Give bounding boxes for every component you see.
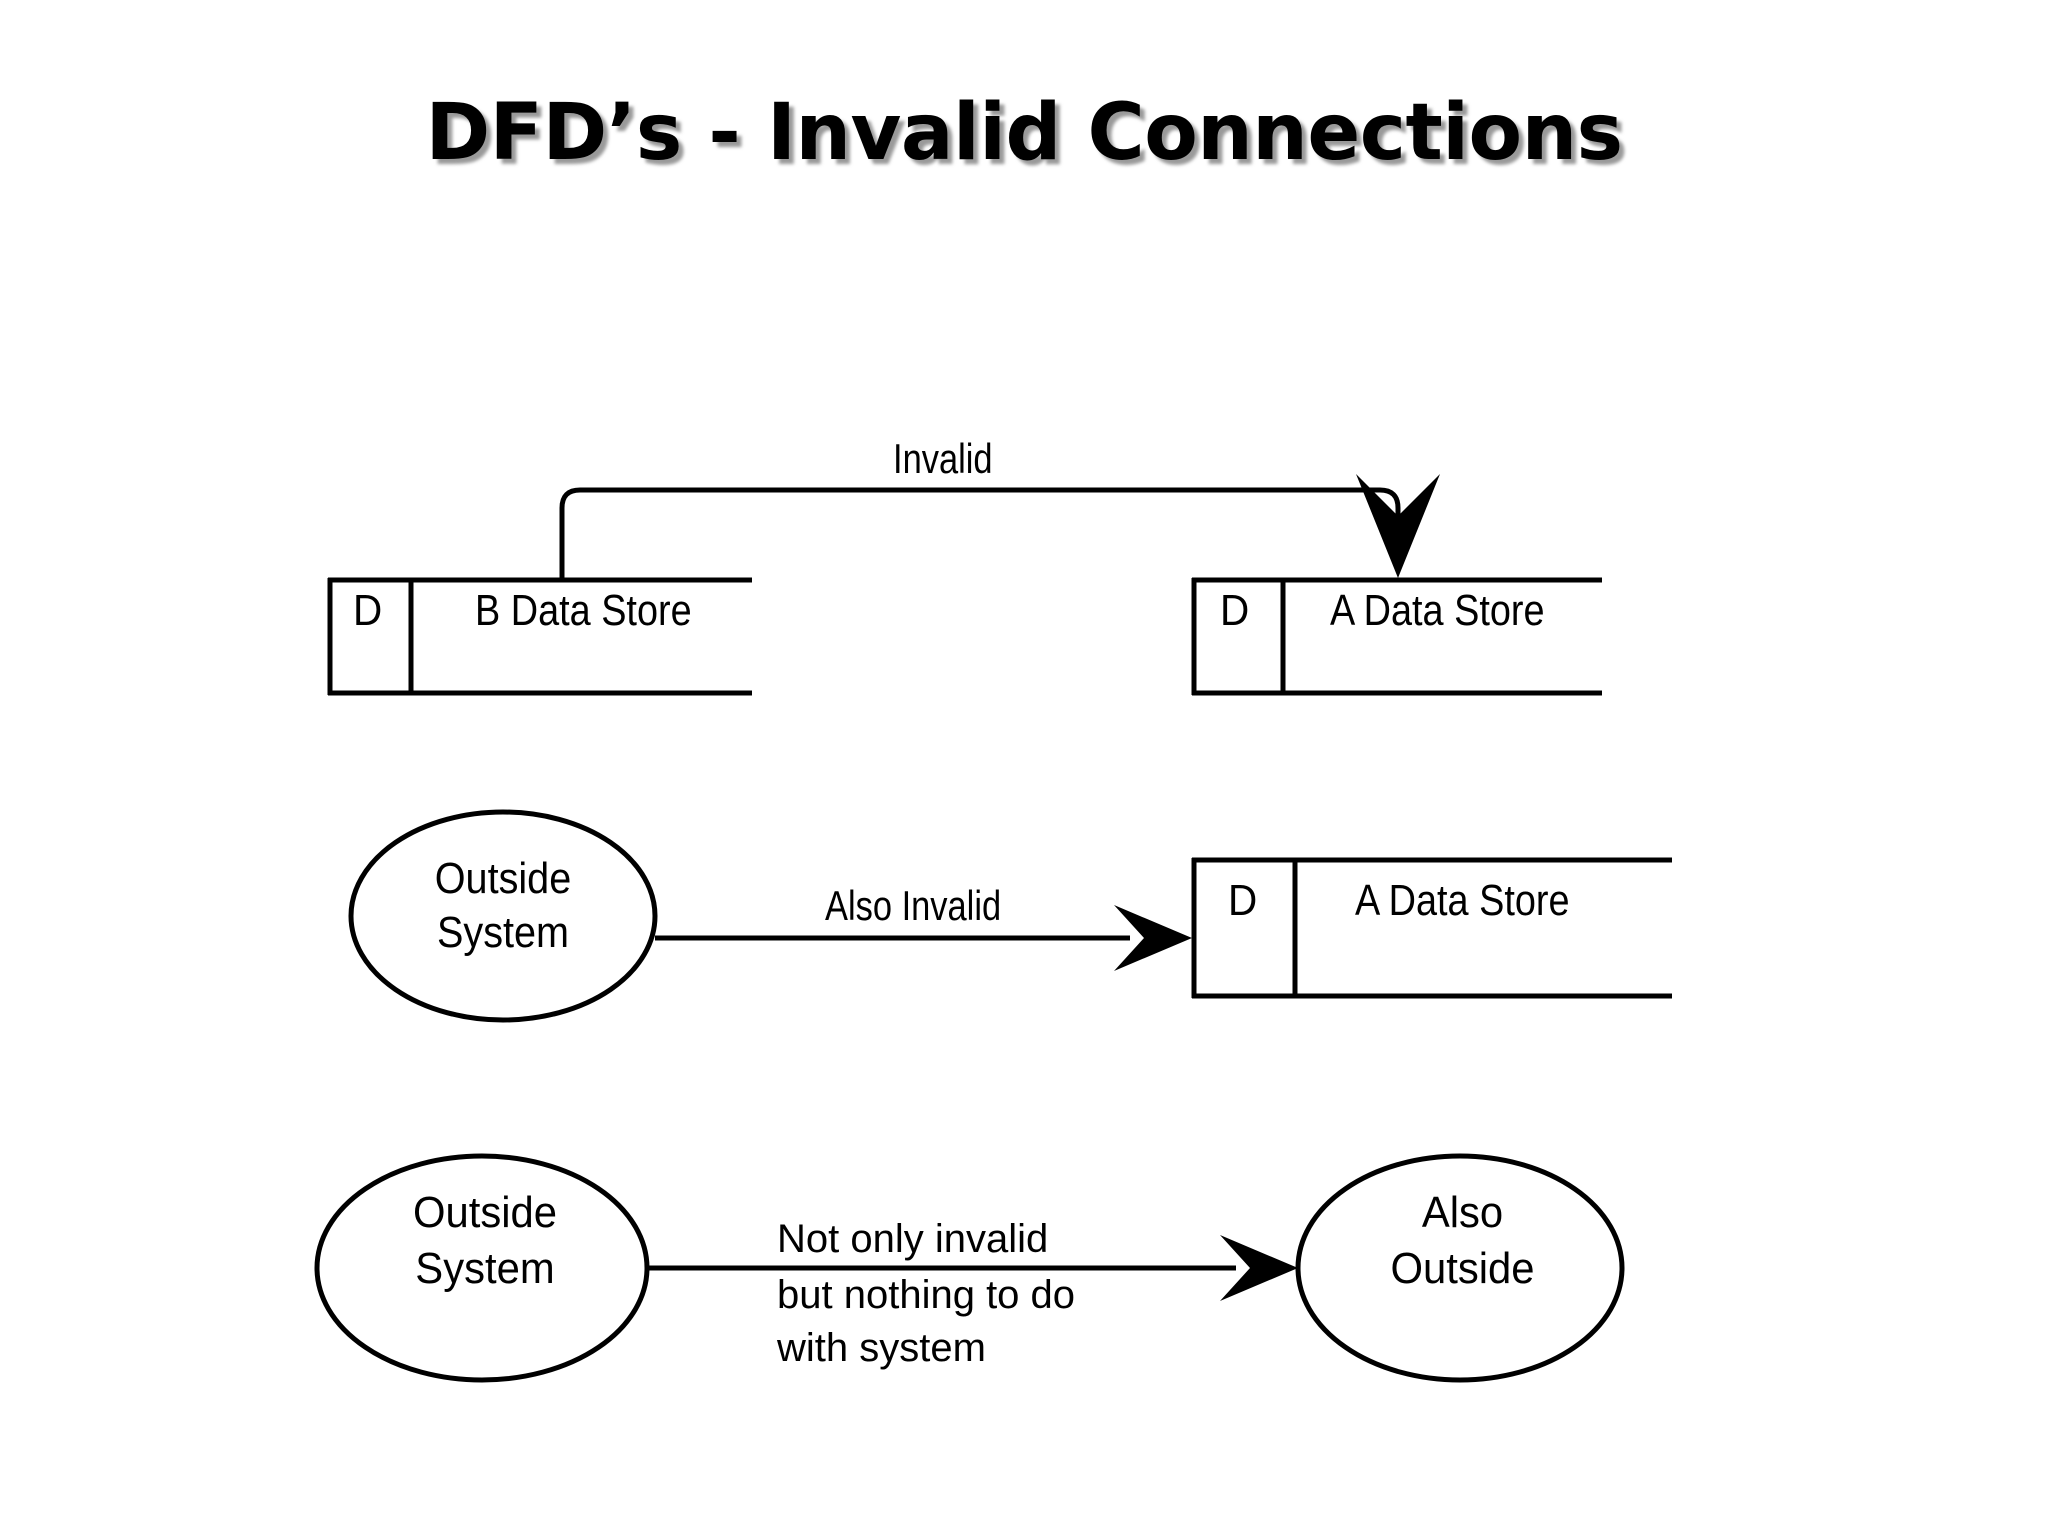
store-b-name: B Data Store [475, 586, 692, 635]
row1-invalid-flow [559, 474, 1440, 578]
also-outside-line2: Outside [1390, 1244, 1535, 1293]
outside-system-1-line2: System [436, 908, 570, 957]
store-a1-name: A Data Store [1330, 586, 1545, 635]
outside-system-2-line1: Outside [412, 1188, 558, 1237]
store-a2-tag: D [1228, 876, 1258, 925]
flow-note-line3: with system [777, 1326, 986, 1370]
flow-note-line2: but nothing to do [777, 1273, 1076, 1317]
also-outside-line1: Also [1421, 1188, 1504, 1237]
row2-also-invalid-flow [655, 905, 1192, 971]
store-a1-tag: D [1220, 586, 1250, 635]
store-a2-name: A Data Store [1355, 876, 1570, 925]
row3-also-outside [1295, 1153, 1625, 1383]
row2-store-a [1191, 857, 1672, 999]
row2-outside-system [348, 809, 658, 1023]
flow-label-also-invalid: Also Invalid [825, 882, 1002, 929]
outside-system-2-line2: System [415, 1244, 555, 1293]
row3-note-flow [647, 1235, 1298, 1301]
flow-note-line1: Not only invalid [777, 1217, 1049, 1261]
row1-store-a [1191, 577, 1602, 696]
row3-outside-system [314, 1153, 650, 1383]
page-title: DFD’s - Invalid Connections [425, 88, 1623, 178]
flow-label-invalid: Invalid [893, 435, 993, 482]
row1-store-b [327, 577, 752, 696]
store-b-tag: D [353, 586, 383, 635]
outside-system-1-line1: Outside [434, 854, 572, 903]
